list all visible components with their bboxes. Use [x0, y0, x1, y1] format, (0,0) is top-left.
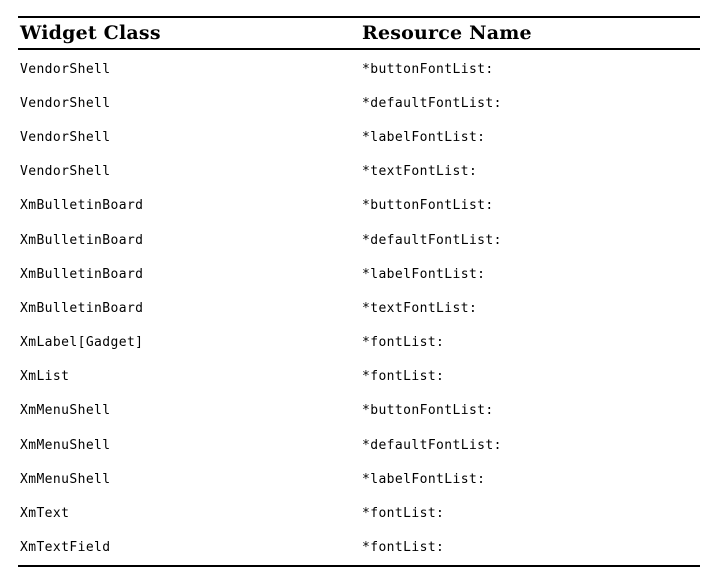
resource-name-cell: *fontList:	[362, 506, 445, 522]
widget-class-cell: XmList	[20, 369, 70, 385]
table-row: XmMenuShell *defaultFontList:	[18, 428, 700, 462]
table-row: VendorShell *buttonFontList:	[18, 52, 700, 86]
widget-class-cell: VendorShell	[20, 95, 111, 111]
resource-name-cell: *fontList:	[362, 335, 445, 351]
column-header-resource-name: Resource Name	[362, 22, 532, 44]
resource-name-cell: *labelFontList:	[362, 471, 486, 487]
widget-class-cell: VendorShell	[20, 129, 111, 145]
resource-name-cell: *defaultFontList:	[362, 232, 502, 248]
table-row: XmTextField *fontList:	[18, 531, 700, 565]
table-row: XmText *fontList:	[18, 496, 700, 530]
resource-name-cell: *textFontList:	[362, 164, 478, 180]
table-row: XmMenuShell *labelFontList:	[18, 462, 700, 496]
table-row: XmList *fontList:	[18, 360, 700, 394]
table-row: VendorShell *textFontList:	[18, 155, 700, 189]
resource-name-cell: *defaultFontList:	[362, 437, 502, 453]
table-row: XmLabel[Gadget] *fontList:	[18, 326, 700, 360]
widget-class-cell: XmLabel[Gadget]	[20, 335, 144, 351]
column-header-widget-class: Widget Class	[20, 22, 161, 44]
resource-name-cell: *labelFontList:	[362, 266, 486, 282]
resource-name-cell: *buttonFontList:	[362, 61, 494, 77]
table-row: VendorShell *defaultFontList:	[18, 86, 700, 120]
resource-name-cell: *buttonFontList:	[362, 198, 494, 214]
resource-name-cell: *fontList:	[362, 540, 445, 556]
table-body: VendorShell *buttonFontList: VendorShell *d…	[18, 50, 700, 567]
widget-class-cell: XmTextField	[20, 540, 111, 556]
table-header-row: Widget Class Resource Name	[18, 16, 700, 50]
resource-name-cell: *defaultFontList:	[362, 95, 502, 111]
table-row: XmBulletinBoard *defaultFontList:	[18, 223, 700, 257]
table-row: VendorShell *labelFontList:	[18, 120, 700, 154]
widget-class-cell: XmMenuShell	[20, 471, 111, 487]
widget-class-cell: VendorShell	[20, 164, 111, 180]
resource-name-cell: *fontList:	[362, 369, 445, 385]
resource-name-cell: *buttonFontList:	[362, 403, 494, 419]
table-row: XmBulletinBoard *labelFontList:	[18, 257, 700, 291]
resource-name-cell: *labelFontList:	[362, 129, 486, 145]
widget-class-cell: XmText	[20, 506, 70, 522]
widget-class-cell: XmMenuShell	[20, 437, 111, 453]
widget-class-cell: XmBulletinBoard	[20, 300, 144, 316]
widget-class-cell: XmBulletinBoard	[20, 198, 144, 214]
table-row: XmMenuShell *buttonFontList:	[18, 394, 700, 428]
widget-class-cell: XmBulletinBoard	[20, 266, 144, 282]
widget-class-cell: VendorShell	[20, 61, 111, 77]
widget-class-cell: XmMenuShell	[20, 403, 111, 419]
resource-name-cell: *textFontList:	[362, 300, 478, 316]
font-resources-table: Widget Class Resource Name VendorShell *b…	[18, 16, 700, 567]
table-row: XmBulletinBoard *textFontList:	[18, 291, 700, 325]
widget-class-cell: XmBulletinBoard	[20, 232, 144, 248]
table-row: XmBulletinBoard *buttonFontList:	[18, 189, 700, 223]
